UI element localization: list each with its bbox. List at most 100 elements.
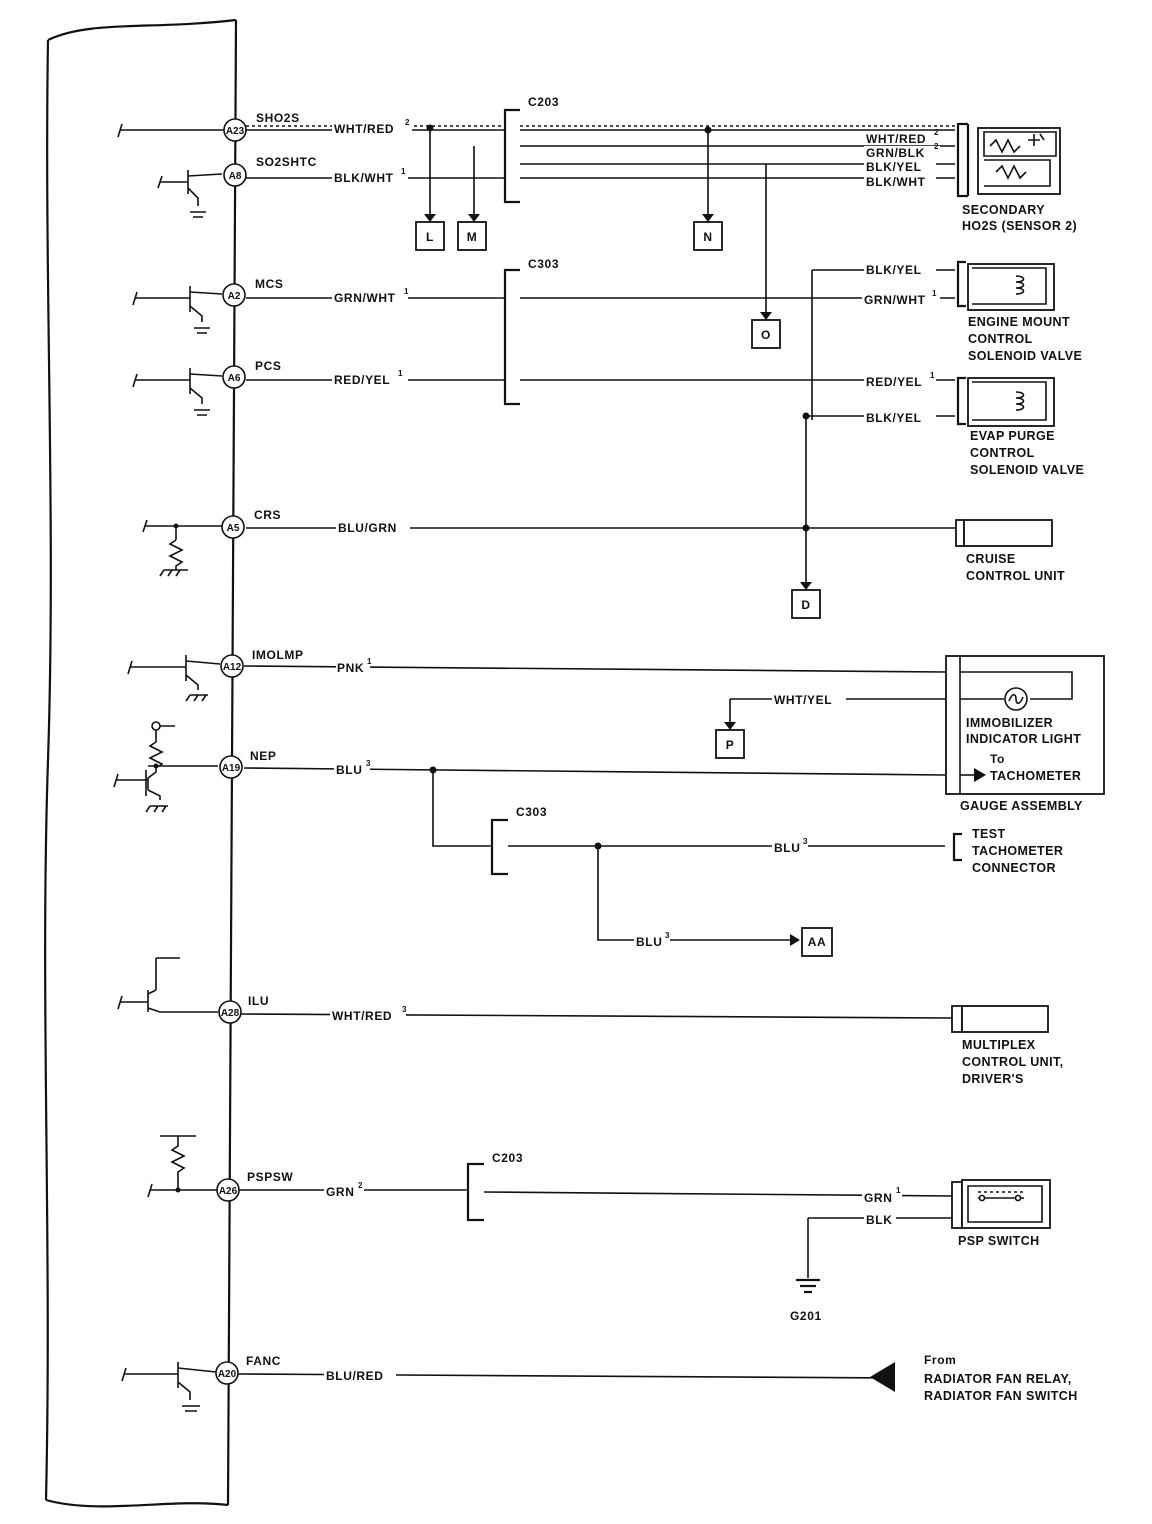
multiplex-control-unit: MULTIPLEX CONTROL UNIT, DRIVER'S	[951, 1005, 1064, 1086]
ground-g201: G201	[790, 1278, 822, 1323]
ecm-bottom-edge	[45, 1498, 229, 1508]
connector-c303-low: C303	[516, 805, 547, 819]
svg-text:A6: A6	[228, 373, 241, 384]
wire-grn-wht-a2: GRN/WHT	[334, 291, 396, 305]
svg-text:A19: A19	[222, 763, 241, 774]
svg-text:2: 2	[934, 128, 939, 137]
svg-text:BLU: BLU	[774, 841, 800, 855]
svg-text:ENGINE MOUNT: ENGINE MOUNT	[968, 315, 1070, 329]
ho2s-label-line2: HO2S (SENSOR 2)	[962, 219, 1077, 233]
signal-nep: NEP	[250, 749, 276, 763]
svg-text:BLK/YEL: BLK/YEL	[866, 411, 922, 425]
ecm-left-edge	[44, 39, 52, 1501]
wire-labels-left: WHT/RED 2 BLK/WHT 1 GRN/WHT 1 RED/YEL 1 …	[324, 118, 412, 1383]
ref-box-o: O	[751, 319, 781, 349]
wire-red-yel-a6: RED/YEL	[334, 373, 390, 387]
connector-c203-low: C203	[492, 1151, 523, 1165]
svg-text:L: L	[426, 230, 434, 244]
svg-text:SOLENOID VALVE: SOLENOID VALVE	[968, 349, 1082, 363]
ref-box-l: L	[415, 221, 445, 251]
reference-arrows	[424, 214, 895, 1392]
signal-ilu: ILU	[248, 994, 269, 1008]
svg-text:2: 2	[934, 142, 939, 151]
test-tachometer-connector: TEST TACHOMETER CONNECTOR	[952, 827, 1063, 875]
pin-a8: A8	[223, 163, 247, 187]
svg-text:GRN/WHT: GRN/WHT	[864, 293, 926, 307]
signal-crs: CRS	[254, 508, 281, 522]
wire-blu-red-a20: BLU/RED	[326, 1369, 384, 1383]
svg-text:GRN/BLK: GRN/BLK	[866, 146, 925, 160]
svg-text:BLK: BLK	[866, 1213, 892, 1227]
svg-text:EVAP PURGE: EVAP PURGE	[970, 429, 1055, 443]
ground-label: G201	[790, 1309, 822, 1323]
svg-text:TACHOMETER: TACHOMETER	[990, 769, 1081, 783]
svg-text:3: 3	[803, 837, 808, 846]
svg-text:RADIATOR FAN RELAY,: RADIATOR FAN RELAY,	[924, 1372, 1072, 1386]
psp-switch: PSP SWITCH	[951, 1179, 1051, 1248]
gauge-assembly-label: GAUGE ASSEMBLY	[960, 799, 1083, 813]
ecm-top-edge	[47, 18, 237, 41]
svg-text:CRUISE: CRUISE	[966, 552, 1016, 566]
svg-text:1: 1	[404, 287, 409, 296]
svg-text:CONTROL UNIT,: CONTROL UNIT,	[962, 1055, 1064, 1069]
pin-a19: A19	[219, 755, 243, 779]
pin-a2: A2	[222, 283, 246, 307]
connector-labels: C203 C303 C303 C203	[492, 95, 559, 1165]
svg-text:From: From	[924, 1353, 956, 1367]
svg-text:PSP SWITCH: PSP SWITCH	[958, 1234, 1040, 1248]
svg-text:RED/YEL: RED/YEL	[866, 375, 922, 389]
svg-text:To: To	[990, 752, 1005, 766]
svg-text:1: 1	[367, 657, 372, 666]
svg-text:RADIATOR FAN SWITCH: RADIATOR FAN SWITCH	[924, 1389, 1078, 1403]
ho2s-label-line1: SECONDARY	[962, 203, 1045, 217]
engine-mount-solenoid-valve: ENGINE MOUNT CONTROL SOLENOID VALVE	[956, 260, 1082, 363]
ecm-pins: A23 A8 A2 A6 A5 A12 A19 A28 A26 A20	[215, 118, 247, 1385]
wire-blu-grn-a5: BLU/GRN	[338, 521, 397, 535]
pin-a23: A23	[223, 118, 247, 142]
svg-text:BLU: BLU	[636, 935, 662, 949]
svg-text:CONTROL UNIT: CONTROL UNIT	[966, 569, 1065, 583]
immobilizer-indicator-label-1: IMMOBILIZER	[966, 716, 1053, 730]
wire-blk-wht-a8: BLK/WHT	[334, 171, 394, 185]
pin-signal-labels: SHO2S SO2SHTC MCS PCS CRS IMOLMP NEP ILU…	[246, 111, 317, 1368]
svg-text:2: 2	[405, 118, 410, 127]
wire-pnk-a12: PNK	[337, 661, 364, 675]
svg-text:WHT/RED: WHT/RED	[866, 132, 926, 146]
signal-imolmp: IMOLMP	[252, 648, 304, 662]
svg-text:1: 1	[932, 289, 937, 298]
svg-text:A5: A5	[227, 523, 240, 534]
gauge-assembly: IMMOBILIZER INDICATOR LIGHT To TACHOMETE…	[945, 655, 1105, 813]
svg-text:TACHOMETER: TACHOMETER	[972, 844, 1063, 858]
svg-text:A2: A2	[228, 291, 241, 302]
svg-text:TEST: TEST	[972, 827, 1006, 841]
svg-text:CONTROL: CONTROL	[968, 332, 1033, 346]
svg-text:N: N	[703, 230, 712, 244]
signal-fanc: FANC	[246, 1354, 281, 1368]
svg-text:GRN: GRN	[864, 1191, 892, 1205]
immobilizer-indicator-label-2: INDICATOR LIGHT	[966, 732, 1081, 746]
svg-text:CONNECTOR: CONNECTOR	[972, 861, 1056, 875]
wire-wht-red-a28: WHT/RED	[332, 1009, 392, 1023]
connector-c303-mid: C303	[528, 257, 559, 271]
pin-a6: A6	[222, 365, 246, 389]
ref-box-p: P	[715, 729, 745, 759]
svg-text:BLK/WHT: BLK/WHT	[866, 175, 926, 189]
svg-text:P: P	[726, 738, 735, 752]
radiator-fan-source: From RADIATOR FAN RELAY, RADIATOR FAN SW…	[924, 1353, 1078, 1403]
svg-text:DRIVER'S: DRIVER'S	[962, 1072, 1024, 1086]
svg-text:1: 1	[896, 1186, 901, 1195]
svg-text:1: 1	[930, 371, 935, 380]
svg-text:3: 3	[402, 1005, 407, 1014]
evap-purge-solenoid-valve: EVAP PURGE CONTROL SOLENOID VALVE	[956, 376, 1084, 477]
signal-pspsw: PSPSW	[247, 1170, 293, 1184]
connector-brackets	[466, 108, 520, 1222]
svg-text:SOLENOID VALVE: SOLENOID VALVE	[970, 463, 1084, 477]
svg-text:3: 3	[665, 931, 670, 940]
reference-boxes: L M N O D P AA	[415, 221, 833, 957]
svg-text:A26: A26	[219, 1186, 238, 1197]
svg-text:1: 1	[398, 369, 403, 378]
signal-so2shtc: SO2SHTC	[256, 155, 317, 169]
svg-text:A8: A8	[229, 171, 242, 182]
svg-text:A12: A12	[223, 662, 242, 673]
